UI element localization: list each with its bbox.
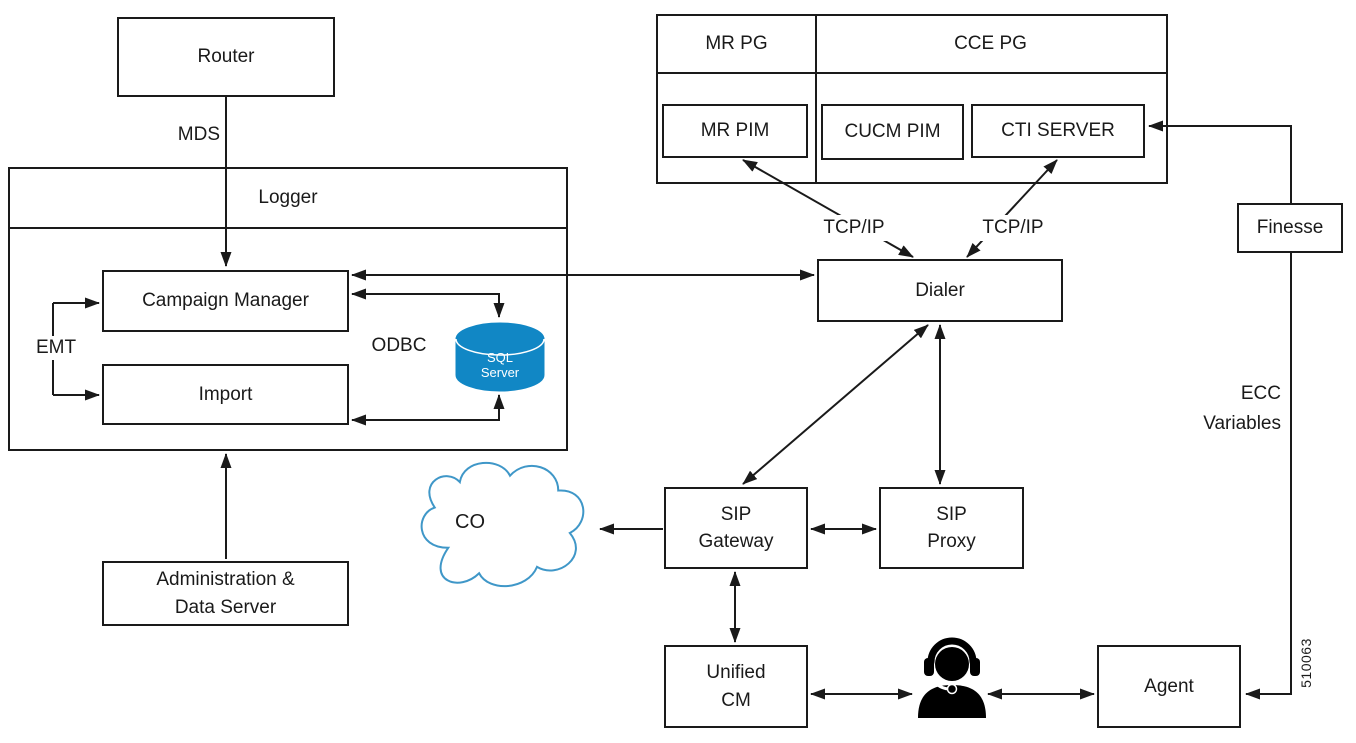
unified-cm-line1: Unified	[706, 661, 766, 683]
figure-id-text: 510063	[1298, 638, 1314, 688]
campaign-manager-node: Campaign Manager	[102, 270, 349, 332]
odbc-label: ODBC	[371, 335, 427, 356]
router-label: Router	[197, 46, 255, 67]
co-cloud-shape	[422, 463, 584, 586]
edge-dialer-sip-gateway	[742, 324, 929, 485]
dialer-label: Dialer	[915, 279, 965, 301]
cce-pg-label: CCE PG	[954, 33, 1027, 54]
admin-data-server-line1: Administration &	[156, 568, 295, 590]
logger-container: Logger	[8, 167, 568, 451]
pg-header: MR PG CCE PG	[658, 16, 1166, 74]
sql-server-cylinder	[455, 322, 545, 392]
unified-cm-line2: CM	[721, 689, 751, 711]
figure-id: 510063	[1280, 632, 1332, 694]
sip-proxy-node: SIP Proxy	[879, 487, 1024, 569]
finesse-node: Finesse	[1237, 203, 1343, 253]
admin-data-server-line2: Data Server	[174, 596, 277, 618]
cucm-pim-node: CUCM PIM	[821, 104, 964, 160]
cti-server-label: CTI SERVER	[1001, 120, 1115, 141]
logger-label: Logger	[258, 187, 318, 208]
dialer-node: Dialer	[817, 259, 1063, 322]
router-node: Router	[117, 17, 335, 97]
edge-finesse-cti-agent	[1148, 120, 1292, 700]
mr-pim-node: MR PIM	[662, 104, 808, 158]
cti-server-node: CTI SERVER	[971, 104, 1145, 158]
emt-label: EMT	[24, 336, 88, 360]
ecc-variables-label: ECC Variables	[1180, 379, 1281, 439]
import-node: Import	[102, 364, 349, 425]
sip-proxy-line2: Proxy	[927, 531, 976, 552]
sip-gateway-node: SIP Gateway	[664, 487, 808, 569]
co-label: CO	[455, 511, 485, 533]
pg-divider	[815, 16, 817, 182]
finesse-label: Finesse	[1256, 217, 1324, 238]
sql-line2: Server	[480, 365, 520, 380]
campaign-manager-label: Campaign Manager	[142, 290, 309, 311]
mds-label: MDS	[177, 124, 220, 145]
sql-server-label: SQL Server	[456, 348, 544, 382]
logger-title-band: Logger	[10, 169, 566, 229]
edge-campaign-manager-sql	[351, 288, 505, 318]
sip-gateway-line2: Gateway	[698, 531, 774, 552]
agent-person-icon	[918, 637, 986, 718]
admin-data-server-node: Administration & Data Server	[102, 561, 349, 626]
import-label: Import	[198, 383, 253, 405]
edge-import-sql	[351, 394, 505, 426]
mr-pg-cell: MR PG	[658, 16, 815, 72]
ecc-line1: ECC	[1240, 383, 1281, 404]
sql-line1: SQL	[486, 350, 513, 365]
agent-node: Agent	[1097, 645, 1241, 728]
mr-pg-label: MR PG	[705, 33, 768, 54]
ecc-line2: Variables	[1203, 413, 1281, 434]
cucm-pim-label: CUCM PIM	[844, 121, 941, 142]
agent-label: Agent	[1144, 675, 1194, 697]
tcpip-right-label: TCP/IP	[966, 215, 1060, 241]
unified-cm-node: Unified CM	[664, 645, 808, 728]
sip-gateway-line1: SIP	[720, 504, 752, 525]
cce-pg-cell: CCE PG	[815, 16, 1166, 72]
tcpip-left-label: TCP/IP	[807, 215, 901, 241]
sip-proxy-line1: SIP	[936, 504, 967, 525]
mr-pim-label: MR PIM	[700, 120, 770, 141]
